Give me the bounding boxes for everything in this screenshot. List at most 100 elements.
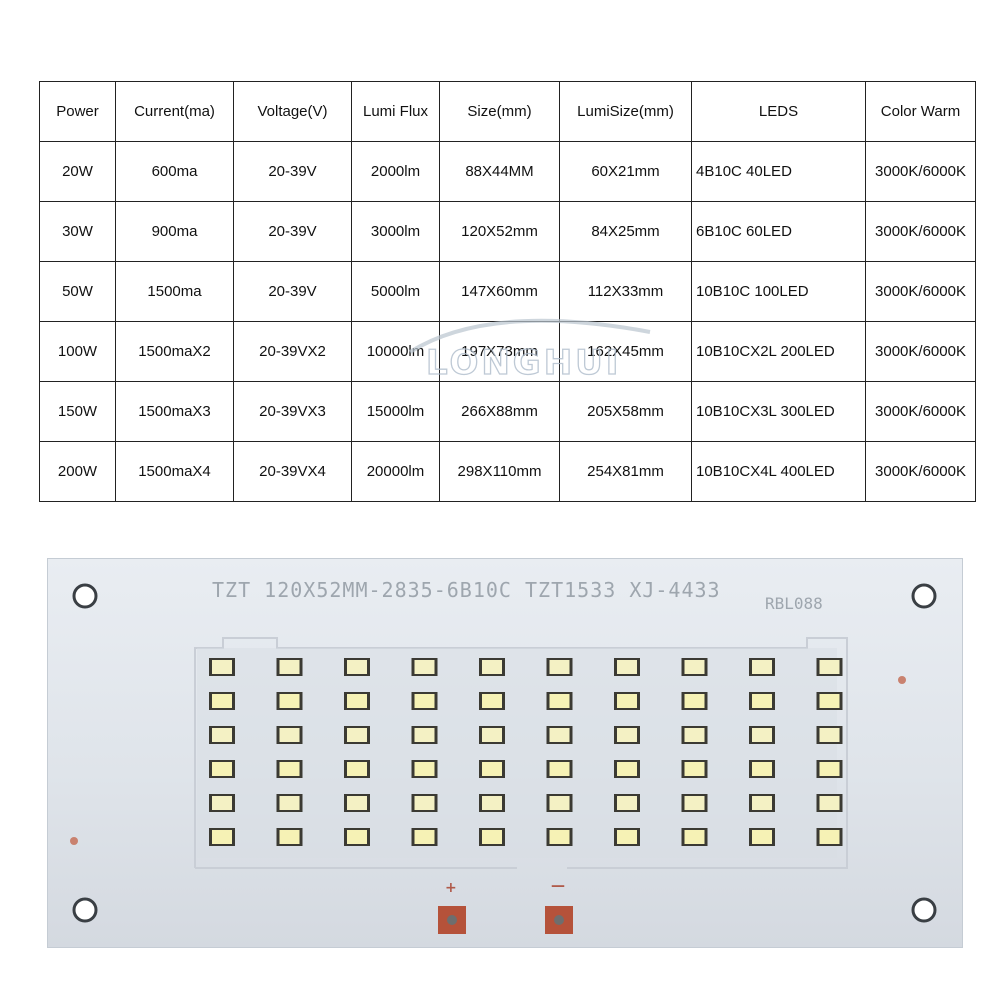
led-phosphor: [617, 796, 637, 810]
led-phosphor: [684, 796, 705, 810]
led-phosphor: [212, 796, 232, 810]
led-phosphor: [752, 728, 772, 742]
led-phosphor: [279, 796, 300, 810]
table-cell: 20W: [39, 141, 116, 202]
led-phosphor: [819, 660, 840, 674]
led-phosphor: [549, 694, 570, 708]
led-phosphor: [482, 830, 502, 844]
led-phosphor: [482, 762, 502, 776]
led-phosphor: [617, 694, 637, 708]
minus-label: —: [551, 878, 565, 894]
led-phosphor: [347, 762, 367, 776]
led-phosphor: [617, 762, 637, 776]
table-cell: 4B10C 40LED: [691, 141, 866, 202]
table-cell: 5000lm: [351, 261, 440, 322]
table-header-cell: LEDS: [691, 81, 866, 142]
led-phosphor: [414, 660, 435, 674]
led-phosphor: [347, 830, 367, 844]
led-phosphor: [752, 694, 772, 708]
led-circuit-board: TZT 120X52MM-2835-6B10C TZT1533 XJ-4433 …: [47, 558, 963, 948]
led-phosphor: [212, 728, 232, 742]
table-cell: 1500maX2: [115, 321, 234, 382]
table-cell: 147X60mm: [439, 261, 560, 322]
table-cell: 162X45mm: [559, 321, 692, 382]
table-cell: 88X44MM: [439, 141, 560, 202]
table-cell: 3000K/6000K: [865, 321, 976, 382]
led-phosphor: [482, 694, 502, 708]
table-cell: 3000K/6000K: [865, 381, 976, 442]
table-cell: 20-39VX3: [233, 381, 352, 442]
table-cell: 10B10C 100LED: [691, 261, 866, 322]
plus-label: +: [445, 880, 457, 896]
table-cell: 3000K/6000K: [865, 441, 976, 502]
led-phosphor: [752, 830, 772, 844]
led-phosphor: [819, 762, 840, 776]
led-phosphor: [617, 660, 637, 674]
table-cell: 6B10C 60LED: [691, 201, 866, 262]
table-cell: 3000lm: [351, 201, 440, 262]
trace-outline: [197, 648, 837, 858]
table-header-cell: Size(mm): [439, 81, 560, 142]
led-phosphor: [347, 728, 367, 742]
table-cell: 1500ma: [115, 261, 234, 322]
table-header-cell: Lumi Flux: [351, 81, 440, 142]
led-phosphor: [279, 728, 300, 742]
table-cell: 20-39V: [233, 261, 352, 322]
led-array: [209, 658, 843, 846]
table-cell: 20-39VX2: [233, 321, 352, 382]
table-cell: 84X25mm: [559, 201, 692, 262]
led-phosphor: [549, 796, 570, 810]
led-phosphor: [347, 660, 367, 674]
led-phosphor: [212, 762, 232, 776]
table-cell: 298X110mm: [439, 441, 560, 502]
table-cell: 254X81mm: [559, 441, 692, 502]
table-cell: 3000K/6000K: [865, 261, 976, 322]
table-cell: 120X52mm: [439, 201, 560, 262]
table-cell: 112X33mm: [559, 261, 692, 322]
led-phosphor: [549, 830, 570, 844]
table-cell: 1500maX3: [115, 381, 234, 442]
led-phosphor: [684, 694, 705, 708]
led-phosphor: [684, 830, 705, 844]
led-phosphor: [414, 796, 435, 810]
table-cell: 200W: [39, 441, 116, 502]
table-cell: 600ma: [115, 141, 234, 202]
table-cell: 150W: [39, 381, 116, 442]
led-phosphor: [414, 762, 435, 776]
led-phosphor: [347, 694, 367, 708]
table-cell: 20000lm: [351, 441, 440, 502]
led-phosphor: [279, 660, 300, 674]
led-phosphor: [212, 660, 232, 674]
led-phosphor: [819, 830, 840, 844]
table-cell: 10B10CX2L 200LED: [691, 321, 866, 382]
table-cell: 10B10CX3L 300LED: [691, 381, 866, 442]
table-cell: 50W: [39, 261, 116, 322]
table-header-cell: Power: [39, 81, 116, 142]
table-cell: 20-39V: [233, 201, 352, 262]
table-cell: 20-39V: [233, 141, 352, 202]
led-phosphor: [684, 660, 705, 674]
led-phosphor: [414, 694, 435, 708]
table-cell: 900ma: [115, 201, 234, 262]
test-point: [898, 676, 906, 684]
table-cell: 266X88mm: [439, 381, 560, 442]
table-cell: 3000K/6000K: [865, 201, 976, 262]
led-phosphor: [279, 694, 300, 708]
table-cell: 205X58mm: [559, 381, 692, 442]
table-cell: 197X73mm: [439, 321, 560, 382]
table-cell: 3000K/6000K: [865, 141, 976, 202]
silkscreen-code: RBL088: [765, 594, 823, 613]
negative-pad-center: [554, 915, 564, 925]
led-phosphor: [549, 660, 570, 674]
table-cell: 60X21mm: [559, 141, 692, 202]
led-phosphor: [617, 830, 637, 844]
led-phosphor: [414, 728, 435, 742]
mounting-hole: [72, 897, 98, 923]
led-phosphor: [819, 728, 840, 742]
led-phosphor: [752, 762, 772, 776]
led-phosphor: [279, 762, 300, 776]
table-cell: 30W: [39, 201, 116, 262]
